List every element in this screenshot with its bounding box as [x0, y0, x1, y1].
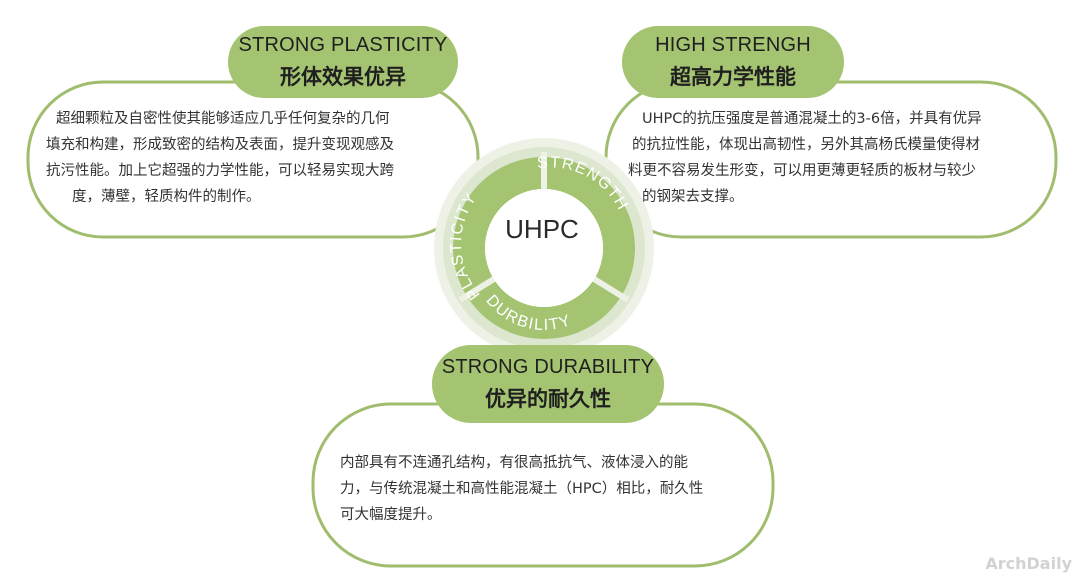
strength-title-pill: HIGH STRENGH 超高力学性能 — [622, 26, 844, 98]
strength-body: UHPC的抗压强度是普通混凝土的3-6倍，并具有优异 的抗拉性能，体现出高韧性，… — [622, 106, 1042, 210]
durability-title-pill: STRONG DURABILITY 优异的耐久性 — [432, 345, 664, 423]
plasticity-title-zh: 形体效果优异 — [280, 64, 406, 89]
plasticity-line: 度，薄壁，轻质构件的制作。 — [72, 189, 261, 205]
durability-body: 内部具有不连通孔结构，有很高抵抗气、液体浸入的能 力，与传统混凝土和高性能混凝土… — [340, 450, 760, 528]
strength-title-zh: 超高力学性能 — [670, 64, 796, 89]
strength-line: UHPC的抗压强度是普通混凝土的3-6倍，并具有优异 — [642, 111, 982, 127]
plasticity-line: 抗污性能。加上它超强的力学性能，可以轻易实现大跨 — [46, 163, 394, 179]
plasticity-title-en: STRONG PLASTICITY — [238, 33, 448, 56]
durability-title-en: STRONG DURABILITY — [441, 355, 655, 378]
durability-line: 可大幅度提升。 — [340, 507, 442, 523]
durability-line: 力，与传统混凝土和高性能混凝土（HPC）相比，耐久性 — [340, 481, 704, 497]
watermark-logo: ArchDaily — [985, 554, 1072, 573]
durability-title-zh: 优异的耐久性 — [485, 386, 611, 411]
plasticity-body: 超细颗粒及自密性使其能够适应几乎任何复杂的几何 填充和构建，形成致密的结构及表面… — [46, 106, 456, 210]
strength-line: 料更不容易发生形变，可以用更薄更轻质的板材与较少 — [628, 163, 976, 179]
center-uhpc-label: UHPC — [505, 214, 579, 244]
durability-line: 内部具有不连通孔结构，有很高抵抗气、液体浸入的能 — [340, 455, 688, 471]
plasticity-line: 超细颗粒及自密性使其能够适应几乎任何复杂的几何 — [56, 111, 390, 127]
plasticity-line: 填充和构建，形成致密的结构及表面，提升变现观感及 — [46, 137, 394, 153]
strength-title-en: HIGH STRENGH — [655, 33, 811, 56]
strength-line: 的钢架去支撑。 — [642, 189, 744, 205]
strength-line: 的抗拉性能，体现出高韧性，另外其高杨氏模量使得材 — [632, 137, 980, 153]
plasticity-title-pill: STRONG PLASTICITY 形体效果优异 — [228, 26, 458, 98]
